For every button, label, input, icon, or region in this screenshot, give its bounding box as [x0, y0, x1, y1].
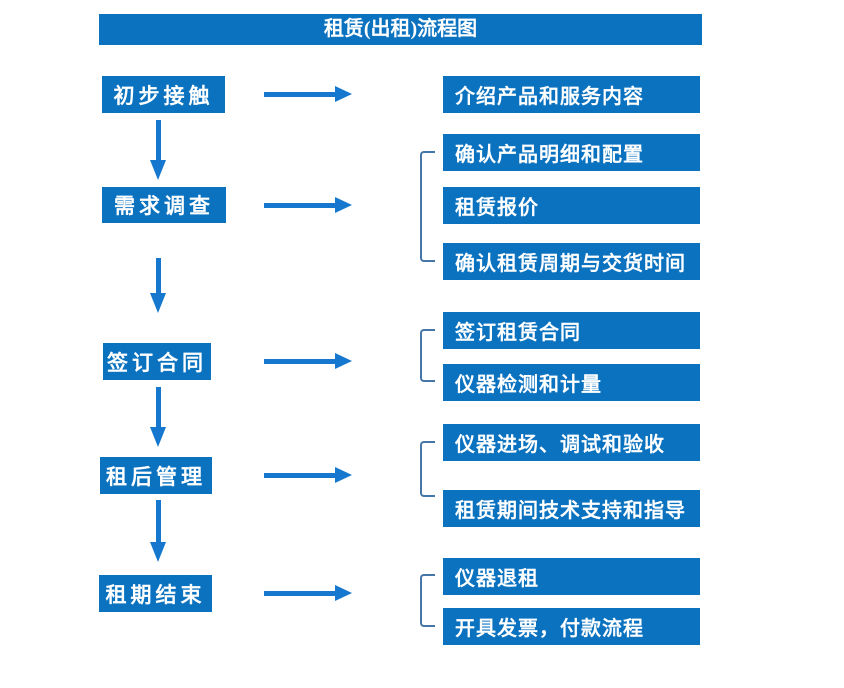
arrow-head	[150, 293, 166, 313]
arrow-head	[150, 542, 166, 562]
arrow-shaft	[264, 358, 335, 364]
stage-box-sign-contract: 签订合同	[103, 343, 211, 380]
stage-box-rental-end: 租期结束	[99, 575, 212, 612]
stage-box-initial-contact: 初步接触	[102, 76, 225, 113]
arrow-right-icon	[264, 467, 352, 483]
output-box-rental-quotation: 租赁报价	[443, 187, 700, 224]
arrow-shaft	[155, 120, 161, 160]
arrow-head	[150, 427, 166, 447]
arrow-shaft	[155, 387, 161, 427]
arrow-head	[150, 160, 166, 180]
stage-box-demand-survey: 需求调查	[102, 187, 226, 223]
arrow-head	[335, 467, 352, 483]
flowchart-title: 租赁(出租)流程图	[99, 14, 702, 45]
arrow-down-icon	[150, 500, 166, 562]
arrow-shaft	[264, 202, 335, 208]
output-box-technical-support: 租赁期间技术支持和指导	[443, 490, 700, 527]
output-box-invoicing-payment: 开具发票，付款流程	[443, 608, 700, 645]
bracket-demand-survey-group	[420, 151, 435, 262]
arrow-shaft	[155, 258, 161, 293]
output-box-instrument-return: 仪器退租	[443, 558, 700, 595]
arrow-shaft	[264, 91, 335, 97]
arrow-down-icon	[150, 120, 166, 180]
arrow-shaft	[264, 590, 335, 596]
arrow-head	[335, 197, 352, 213]
output-box-instrument-inspection: 仪器检测和计量	[443, 364, 700, 401]
arrow-right-icon	[264, 86, 352, 102]
arrow-head	[335, 585, 352, 601]
output-box-confirm-product-details: 确认产品明细和配置	[443, 134, 700, 171]
arrow-right-icon	[264, 585, 352, 601]
output-box-instrument-setup-acceptance: 仪器进场、调试和验收	[443, 424, 700, 461]
bracket-post-rental-group	[420, 441, 435, 497]
arrow-head	[335, 353, 352, 369]
stage-box-post-rental-management: 租后管理	[100, 457, 212, 494]
bracket-sign-contract-group	[420, 329, 435, 382]
arrow-shaft	[264, 472, 335, 478]
arrow-right-icon	[264, 353, 352, 369]
arrow-shaft	[155, 500, 161, 542]
output-box-sign-lease-contract: 签订租赁合同	[443, 312, 700, 349]
arrow-right-icon	[264, 197, 352, 213]
output-box-confirm-rental-period: 确认租赁周期与交货时间	[443, 243, 700, 280]
output-box-introduce-products: 介绍产品和服务内容	[443, 76, 700, 113]
arrow-down-icon	[150, 258, 166, 313]
arrow-head	[335, 86, 352, 102]
bracket-rental-end-group	[420, 574, 435, 627]
arrow-down-icon	[150, 387, 166, 447]
